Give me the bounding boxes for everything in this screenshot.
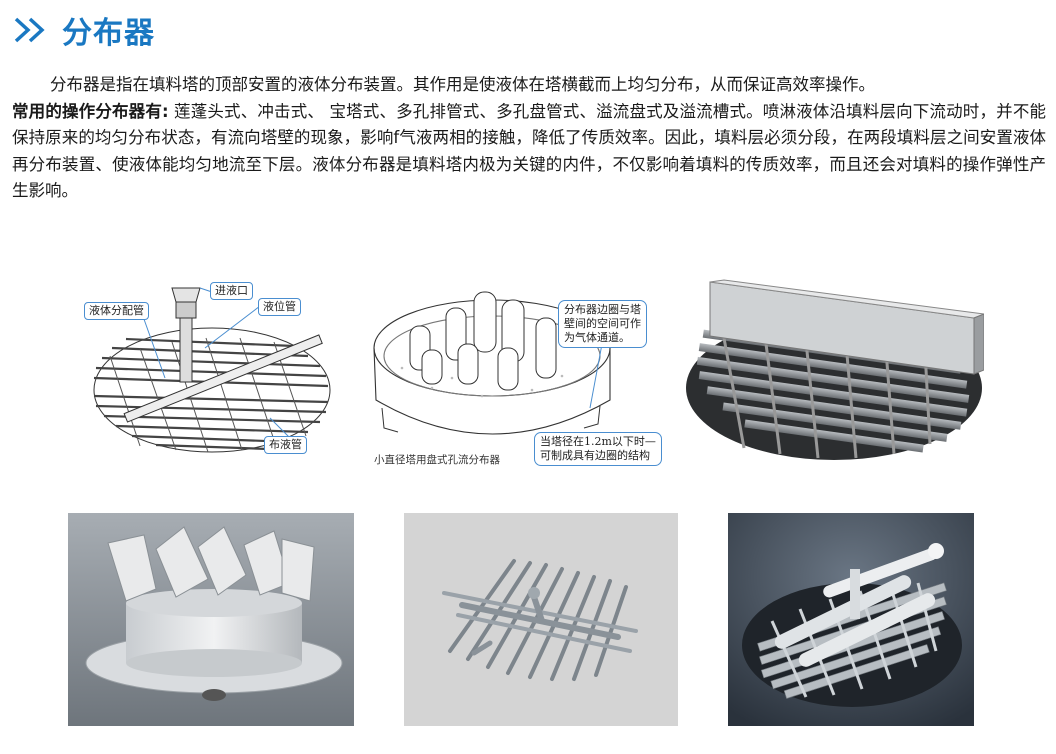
paragraph-line1: 分布器是指在填料塔的顶部安置的液体分布装置。其作用是使液体在塔横截而上均匀分布，… [50,75,875,94]
tray-distributor-caption: 小直径塔用盘式孔流分布器 [374,454,500,466]
inlet-label: 进液口 [210,282,253,300]
distributor-types-label: 常用的操作分布器有: [12,101,169,121]
tower-distributor-image [68,513,354,726]
trough-distributor-image [686,279,984,460]
trough-distributor-render [684,278,984,464]
perforated-pipe-distributor-render [404,513,678,726]
rim-structure-note: 当塔径在1.2m以下时— 可制成具有边圈的结构 [534,432,662,466]
rim-structure-note-line2: 可制成具有边圈的结构 [540,449,650,462]
section-header: 分布器 [12,10,155,51]
pipe-distributor-drawing [93,287,331,453]
gas-channel-note-line2: 壁间的空间可作 [564,317,641,330]
spray-pipe-label: 布液管 [264,436,307,454]
level-pipe-label: 液位管 [258,298,301,316]
trough-distributor-3d-render [728,513,974,726]
trough-distributor-3d-image [728,513,974,726]
double-chevron-right-icon [14,17,45,43]
pipe-distributor-diagram: 进液口 液体分配管 液位管 布液管 [80,278,352,464]
tray-distributor-diagram: 分布器边圈与塔 壁间的空间可作 为气体通道。 小直径塔用盘式孔流分布器 当塔径在… [362,278,680,470]
distributor-pipe-label: 液体分配管 [84,302,149,320]
distributor-types-text: 莲蓬头式、冲击式、 宝塔式、多孔排管式、多孔盘管式、溢流盘式及溢流槽式。喷淋液体… [12,101,1046,201]
rim-structure-note-line1: 当塔径在1.2m以下时— [540,435,656,448]
tower-distributor-photo [68,513,354,726]
perforated-pipe-image [404,513,678,726]
intro-paragraph: 分布器是指在填料塔的顶部安置的液体分布装置。其作用是使液体在塔横截而上均匀分布，… [12,72,1046,205]
tray-distributor-drawing [373,291,611,435]
page-title: 分布器 [62,16,155,51]
gas-channel-note-line3: 为气体通道。 [564,331,630,344]
gas-channel-note: 分布器边圈与塔 壁间的空间可作 为气体通道。 [558,300,647,348]
gas-channel-note-line1: 分布器边圈与塔 [564,303,641,316]
